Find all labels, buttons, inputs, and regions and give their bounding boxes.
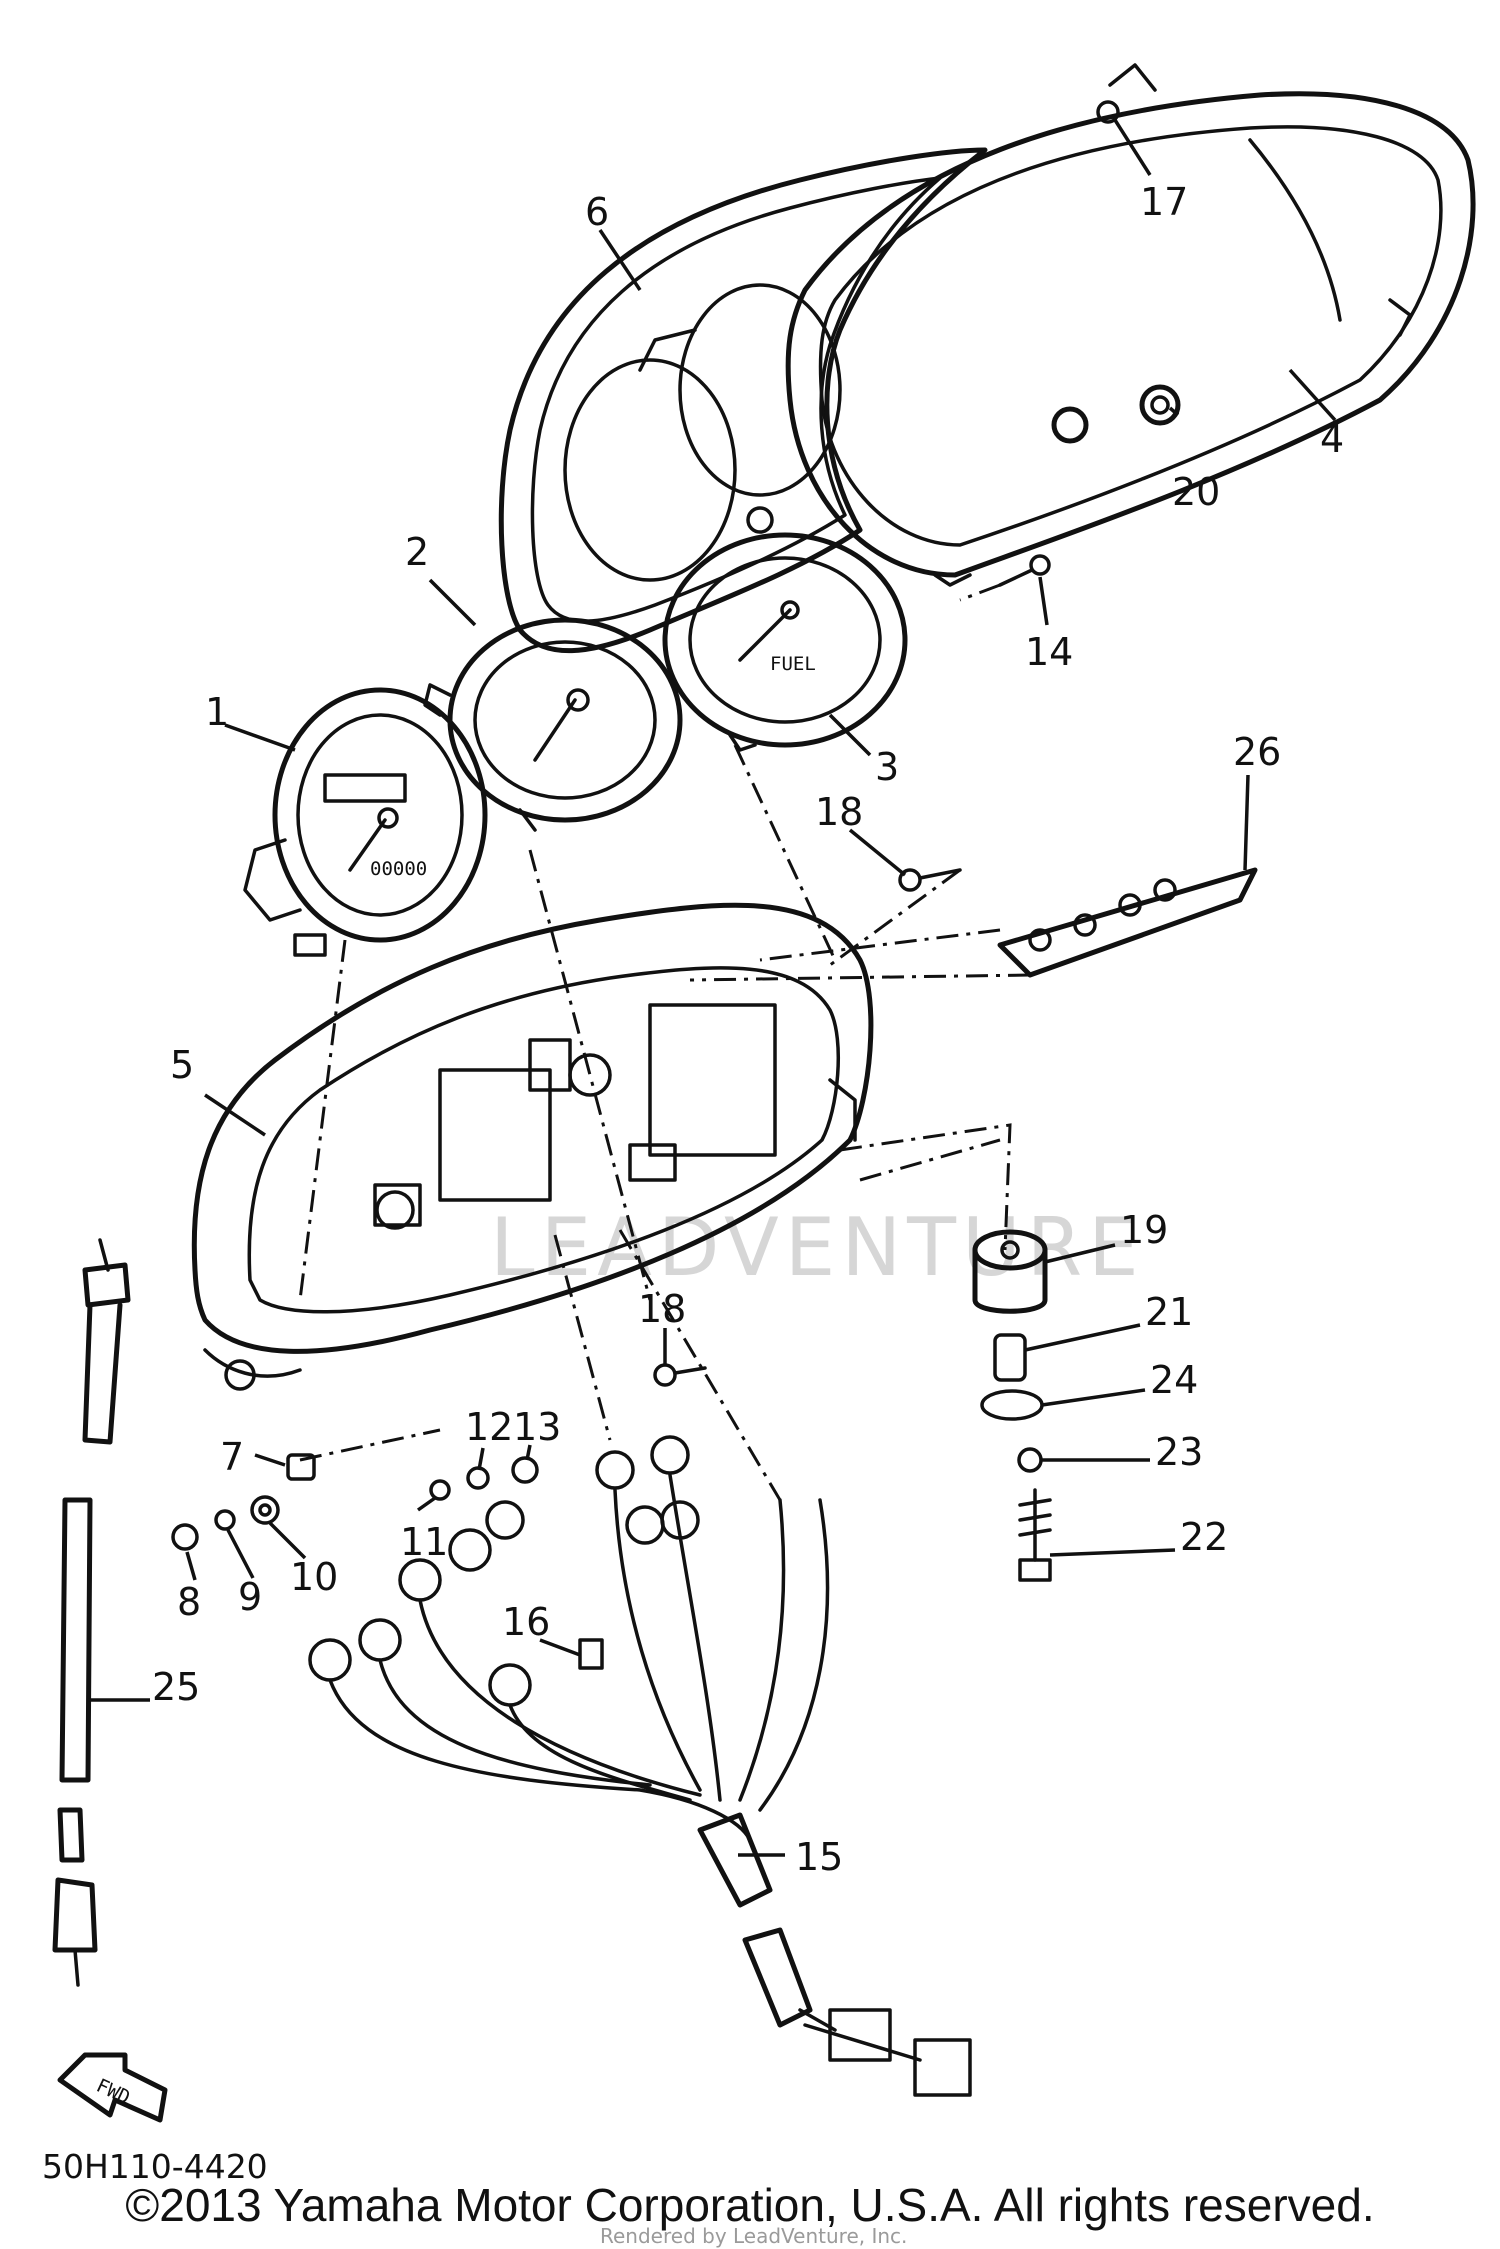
fuel-gauge-part-3: FUEL bbox=[662, 532, 908, 752]
label-part-23: 23 bbox=[1155, 1430, 1203, 1474]
watermark-text: LEADVENTURE bbox=[490, 1201, 1145, 1294]
screw-part-14 bbox=[998, 554, 1051, 587]
label-part-4: 4 bbox=[1320, 417, 1344, 461]
leader-lines bbox=[88, 119, 1337, 1857]
speedometer-part-1: 00000 bbox=[243, 687, 488, 957]
label-part-3: 3 bbox=[875, 745, 899, 789]
damper-part-19 bbox=[972, 1229, 1048, 1314]
label-part-26: 26 bbox=[1233, 730, 1281, 774]
label-part-10: 10 bbox=[290, 1555, 338, 1599]
grommet-part-20 bbox=[1051, 384, 1181, 444]
fuel-label: FUEL bbox=[770, 653, 816, 675]
label-part-25: 25 bbox=[152, 1665, 200, 1709]
label-part-14: 14 bbox=[1025, 630, 1073, 674]
label-part-9: 9 bbox=[238, 1575, 262, 1619]
label-part-17: 17 bbox=[1140, 180, 1188, 224]
speedometer-cable-part-25 bbox=[52, 1238, 131, 1987]
label-part-22: 22 bbox=[1180, 1515, 1228, 1559]
screw-part-18-upper bbox=[898, 868, 962, 892]
odometer-digits: 00000 bbox=[370, 858, 427, 880]
watermark: LEADVENTURE bbox=[490, 1201, 1145, 1294]
copyright-notice: ©2013 Yamaha Motor Corporation, U.S.A. A… bbox=[125, 2179, 1375, 2231]
drawing-code: 50H110-4420 bbox=[42, 2147, 268, 2186]
circuit-board-part-26 bbox=[997, 867, 1258, 978]
lens-cover-part-4 bbox=[785, 63, 1476, 587]
label-part-18-lower: 18 bbox=[638, 1287, 686, 1331]
nut-part-23 bbox=[1017, 1447, 1043, 1473]
label-part-16: 16 bbox=[502, 1600, 550, 1644]
washer-part-9 bbox=[214, 1509, 236, 1531]
label-part-24: 24 bbox=[1150, 1358, 1198, 1402]
assembly-lines bbox=[298, 583, 1031, 1501]
label-part-21: 21 bbox=[1145, 1290, 1193, 1334]
label-part-8: 8 bbox=[177, 1580, 201, 1624]
label-part-5: 5 bbox=[170, 1043, 194, 1087]
bolt-part-8 bbox=[171, 1523, 199, 1551]
forward-direction-arrow: FWD bbox=[57, 2052, 168, 2123]
label-part-19: 19 bbox=[1120, 1208, 1168, 1252]
label-part-18-upper: 18 bbox=[815, 790, 863, 834]
label-part-1: 1 bbox=[205, 690, 229, 734]
label-part-20: 20 bbox=[1172, 470, 1220, 514]
wire-harness-part-15 bbox=[328, 1473, 972, 2097]
bolt-part-22 bbox=[1018, 1488, 1052, 1582]
screw-part-18-lower bbox=[653, 1363, 707, 1387]
label-part-15: 15 bbox=[795, 1835, 843, 1879]
washer-part-10 bbox=[250, 1495, 280, 1525]
fasteners-11-12-13 bbox=[429, 1456, 539, 1501]
footer-credit: Rendered by LeadVenture, Inc. bbox=[600, 2224, 907, 2248]
label-part-2: 2 bbox=[405, 530, 429, 574]
screw-part-17 bbox=[1096, 100, 1120, 124]
label-part-6: 6 bbox=[585, 190, 609, 234]
label-part-12: 12 bbox=[465, 1405, 513, 1449]
washer-part-24 bbox=[980, 1389, 1044, 1421]
label-part-7: 7 bbox=[220, 1435, 244, 1479]
collar-part-21 bbox=[993, 1333, 1027, 1382]
part-labels: 1 2 3 4 5 6 7 8 9 10 11 12 13 14 15 16 1… bbox=[152, 180, 1344, 1879]
label-part-11: 11 bbox=[400, 1520, 448, 1564]
fastener-part-7 bbox=[286, 1453, 316, 1481]
label-part-13: 13 bbox=[513, 1405, 561, 1449]
bulb-socket-part-16 bbox=[308, 1435, 700, 1707]
